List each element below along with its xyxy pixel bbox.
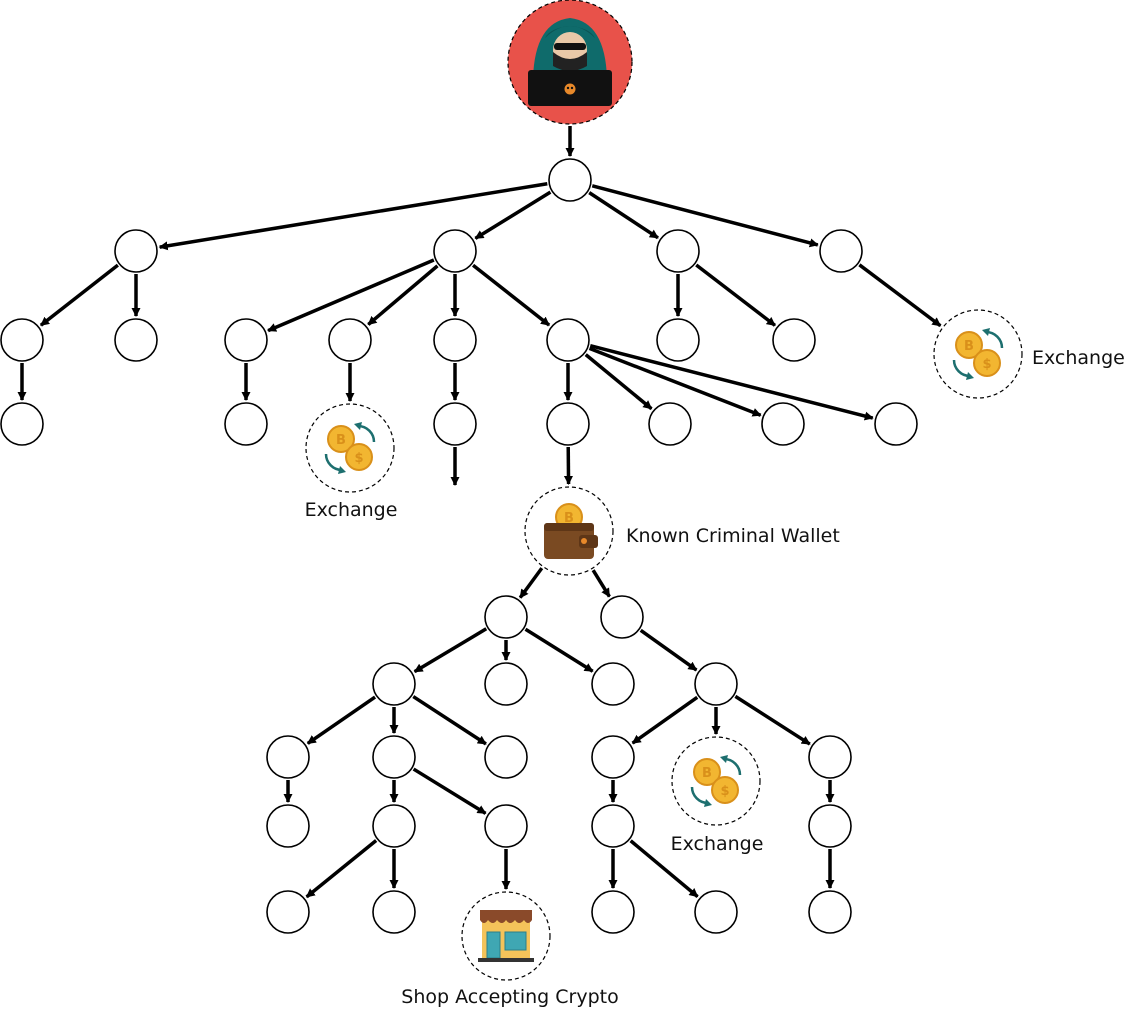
wallet-node-x1b1a [266, 890, 310, 934]
wallet-node-b1 [224, 318, 268, 362]
exchange-icon-left: B $ [305, 403, 395, 493]
wallet-node-y1c [808, 735, 852, 779]
svg-text:B: B [336, 433, 346, 448]
svg-text:B: B [564, 511, 574, 526]
wallet-node-a1c [0, 402, 44, 446]
exchange-label-left: Exchange [305, 499, 398, 521]
storefront-icon [461, 891, 551, 981]
edge-b4-b4c [588, 346, 762, 417]
nodes [0, 158, 918, 934]
edge-y1a1-y1a1b [629, 839, 699, 898]
exchange-label-bottom: Exchange [671, 833, 764, 855]
wallet-node-b4b [648, 402, 692, 446]
edge-w2-y1 [639, 628, 698, 672]
wallet-node-x2 [484, 662, 528, 706]
wallet-node-y1c1 [808, 804, 852, 848]
edges [17, 126, 942, 899]
edge-y1-y1c [734, 694, 811, 746]
edge-L1b-b2 [367, 264, 439, 326]
wallet-node-y1 [694, 662, 738, 706]
wallet-node-b3c [433, 402, 477, 446]
edge-root-L1d [591, 184, 819, 248]
wallet-node-a1 [0, 318, 44, 362]
wallet-node-w2 [600, 595, 644, 639]
svg-text:B: B [702, 766, 712, 781]
hacker-icon [507, 0, 633, 125]
wallet-node-y1a1 [591, 804, 635, 848]
wallet-node-c1 [656, 318, 700, 362]
wallet-node-b4c [761, 402, 805, 446]
wallet-node-w1 [484, 595, 528, 639]
wallet-node-L1d [819, 229, 863, 273]
edge-root-L1a [158, 181, 548, 251]
exchange-icon-right: B $ [933, 309, 1023, 399]
edge-L1c-c2 [695, 263, 777, 327]
wallet-node-x1b1b [372, 890, 416, 934]
wallet-node-a2 [114, 318, 158, 362]
edge-wallet-w2 [591, 569, 611, 598]
wallet-node-b1c [224, 402, 268, 446]
wallet-node-y1c1a [808, 890, 852, 934]
wallet-node-x1c [484, 735, 528, 779]
edge-root-L1b [474, 190, 552, 240]
criminal-wallet-label: Known Criminal Wallet [626, 525, 840, 547]
wallet-icon: B [524, 486, 614, 576]
edge-x1-x1a [306, 695, 377, 745]
edge-L1d-exR [858, 263, 942, 328]
edge-x1-x1c [412, 695, 487, 746]
wallet-node-x3 [591, 662, 635, 706]
edge-L1a-a1 [39, 263, 119, 327]
edge-L1b-b4 [471, 263, 551, 327]
wallet-node-y1a1a [591, 890, 635, 934]
shop-label: Shop Accepting Crypto [401, 986, 618, 1008]
wallet-node-y1a [591, 735, 635, 779]
edge-b4-b4b [584, 353, 653, 411]
wallet-node-L1c [656, 229, 700, 273]
edge-wallet-w1 [518, 567, 544, 599]
edge-x1b-x1b2 [412, 767, 487, 815]
exchange-icon-bottom: B $ [671, 736, 761, 826]
edge-b4-b4d [589, 344, 874, 421]
wallet-node-L1a [114, 229, 158, 273]
wallet-node-root [548, 158, 592, 202]
wallet-node-x1b2 [484, 804, 528, 848]
wallet-node-b2 [328, 318, 372, 362]
edge-x1b1-x1b1a [305, 839, 378, 899]
wallet-node-b4a [546, 402, 590, 446]
wallet-node-x1b1 [372, 804, 416, 848]
wallet-node-L1b [433, 229, 477, 273]
wallet-node-x1 [372, 662, 416, 706]
svg-text:$: $ [720, 784, 729, 799]
wallet-node-x1a1 [266, 804, 310, 848]
edge-L1b-b1 [267, 258, 435, 333]
edge-w1-x1 [413, 627, 488, 674]
edge-w1-x3 [524, 627, 594, 673]
wallet-node-c2 [772, 318, 816, 362]
wallet-node-b3 [433, 318, 477, 362]
exchange-label-right: Exchange [1032, 347, 1125, 369]
svg-text:$: $ [982, 357, 991, 372]
wallet-node-b4 [546, 318, 590, 362]
svg-text:B: B [964, 339, 974, 354]
wallet-node-x1b [372, 735, 416, 779]
edge-y1-y1a [631, 695, 699, 745]
wallet-node-b4d [874, 402, 918, 446]
edge-root-L1c [588, 191, 659, 240]
wallet-node-x1a [266, 735, 310, 779]
svg-text:$: $ [354, 451, 363, 466]
wallet-node-y1a1b [694, 890, 738, 934]
